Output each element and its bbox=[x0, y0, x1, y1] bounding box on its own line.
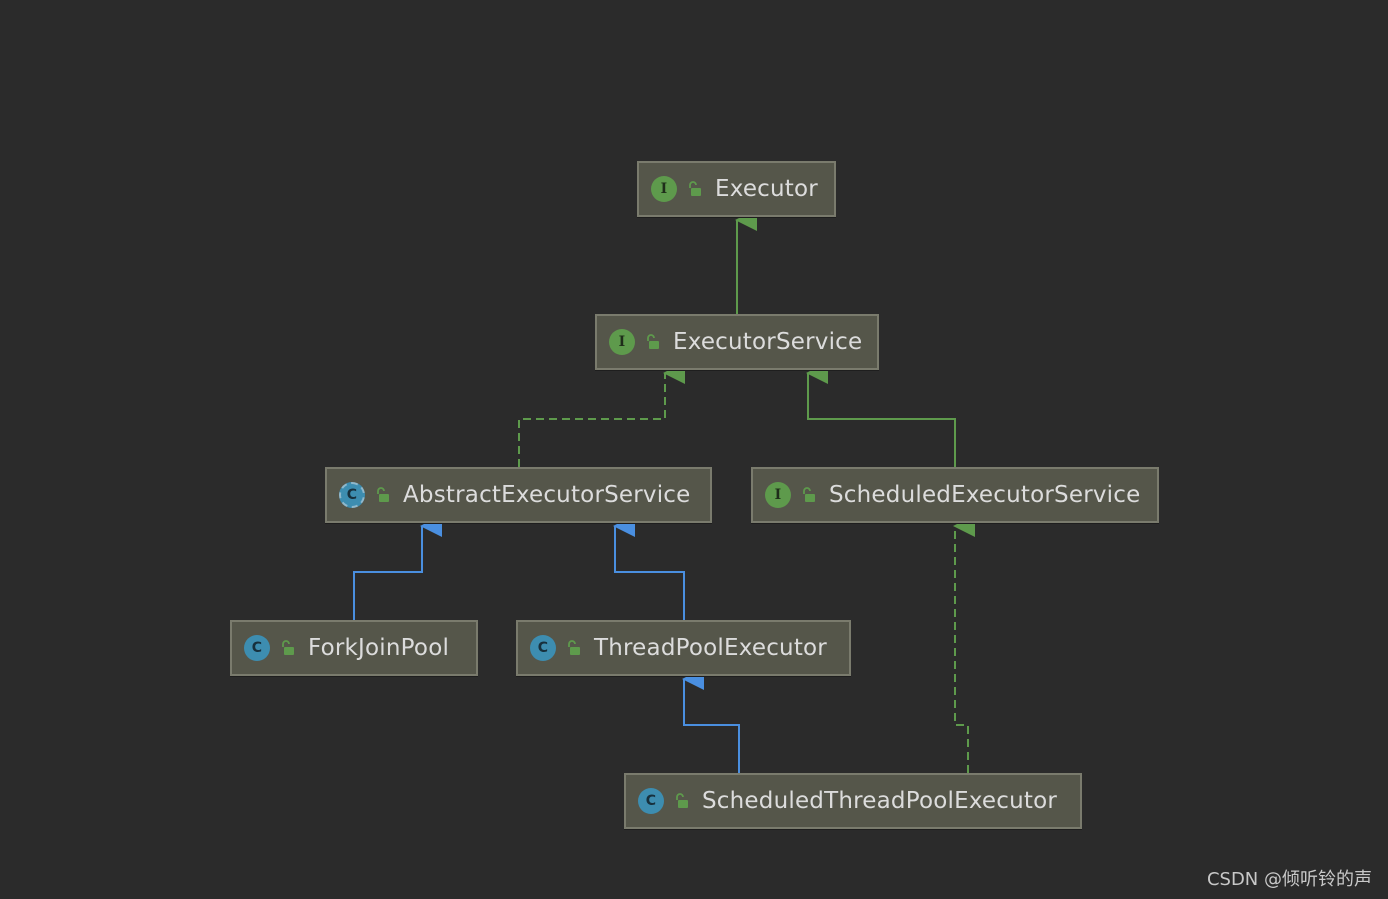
node-label: ThreadPoolExecutor bbox=[594, 634, 827, 661]
unlock-icon bbox=[803, 487, 815, 502]
node-label: ScheduledExecutorService bbox=[829, 481, 1141, 508]
node-scheduled-executor-service[interactable]: I ScheduledExecutorService bbox=[751, 467, 1159, 523]
watermark: CSDN @倾听铃的声 bbox=[1206, 869, 1372, 890]
unlock-icon bbox=[282, 640, 294, 655]
node-label: ScheduledThreadPoolExecutor bbox=[702, 787, 1058, 814]
class-icon: C bbox=[530, 635, 556, 661]
unlock-icon bbox=[377, 487, 389, 502]
class-icon: C bbox=[638, 788, 664, 814]
unlock-icon bbox=[689, 181, 701, 196]
node-fork-join-pool[interactable]: C ForkJoinPool bbox=[230, 620, 478, 676]
interface-icon: I bbox=[609, 329, 635, 355]
edge-abstractexecutorservice-to-executorservice bbox=[518, 362, 685, 467]
node-abstract-executor-service[interactable]: C AbstractExecutorService bbox=[325, 467, 712, 523]
node-scheduled-thread-pool-executor[interactable]: C ScheduledThreadPoolExecutor bbox=[624, 773, 1082, 829]
class-icon: C bbox=[244, 635, 270, 661]
edge-threadpoolexecutor-to-abstractexecutorservice bbox=[613, 515, 685, 620]
node-executor[interactable]: I Executor bbox=[637, 161, 836, 217]
edge-scheduledthreadpoolexecutor-to-threadpoolexecutor bbox=[682, 668, 740, 773]
node-label: AbstractExecutorService bbox=[403, 481, 691, 508]
node-label: ExecutorService bbox=[673, 328, 863, 355]
edge-forkjoinpool-to-abstractexecutorservice bbox=[353, 515, 442, 620]
unlock-icon bbox=[647, 334, 659, 349]
node-thread-pool-executor[interactable]: C ThreadPoolExecutor bbox=[516, 620, 851, 676]
edge-scheduledthreadpoolexecutor-to-scheduledexecutorservice bbox=[953, 515, 975, 773]
interface-icon: I bbox=[765, 482, 791, 508]
interface-icon: I bbox=[651, 176, 677, 202]
node-label: ForkJoinPool bbox=[308, 634, 450, 661]
abstract-class-icon: C bbox=[339, 482, 365, 508]
unlock-icon bbox=[676, 793, 688, 808]
node-executor-service[interactable]: I ExecutorService bbox=[595, 314, 879, 370]
unlock-icon bbox=[568, 640, 580, 655]
node-label: Executor bbox=[715, 175, 818, 202]
edge-scheduledexecutorservice-to-executorservice bbox=[806, 362, 956, 467]
